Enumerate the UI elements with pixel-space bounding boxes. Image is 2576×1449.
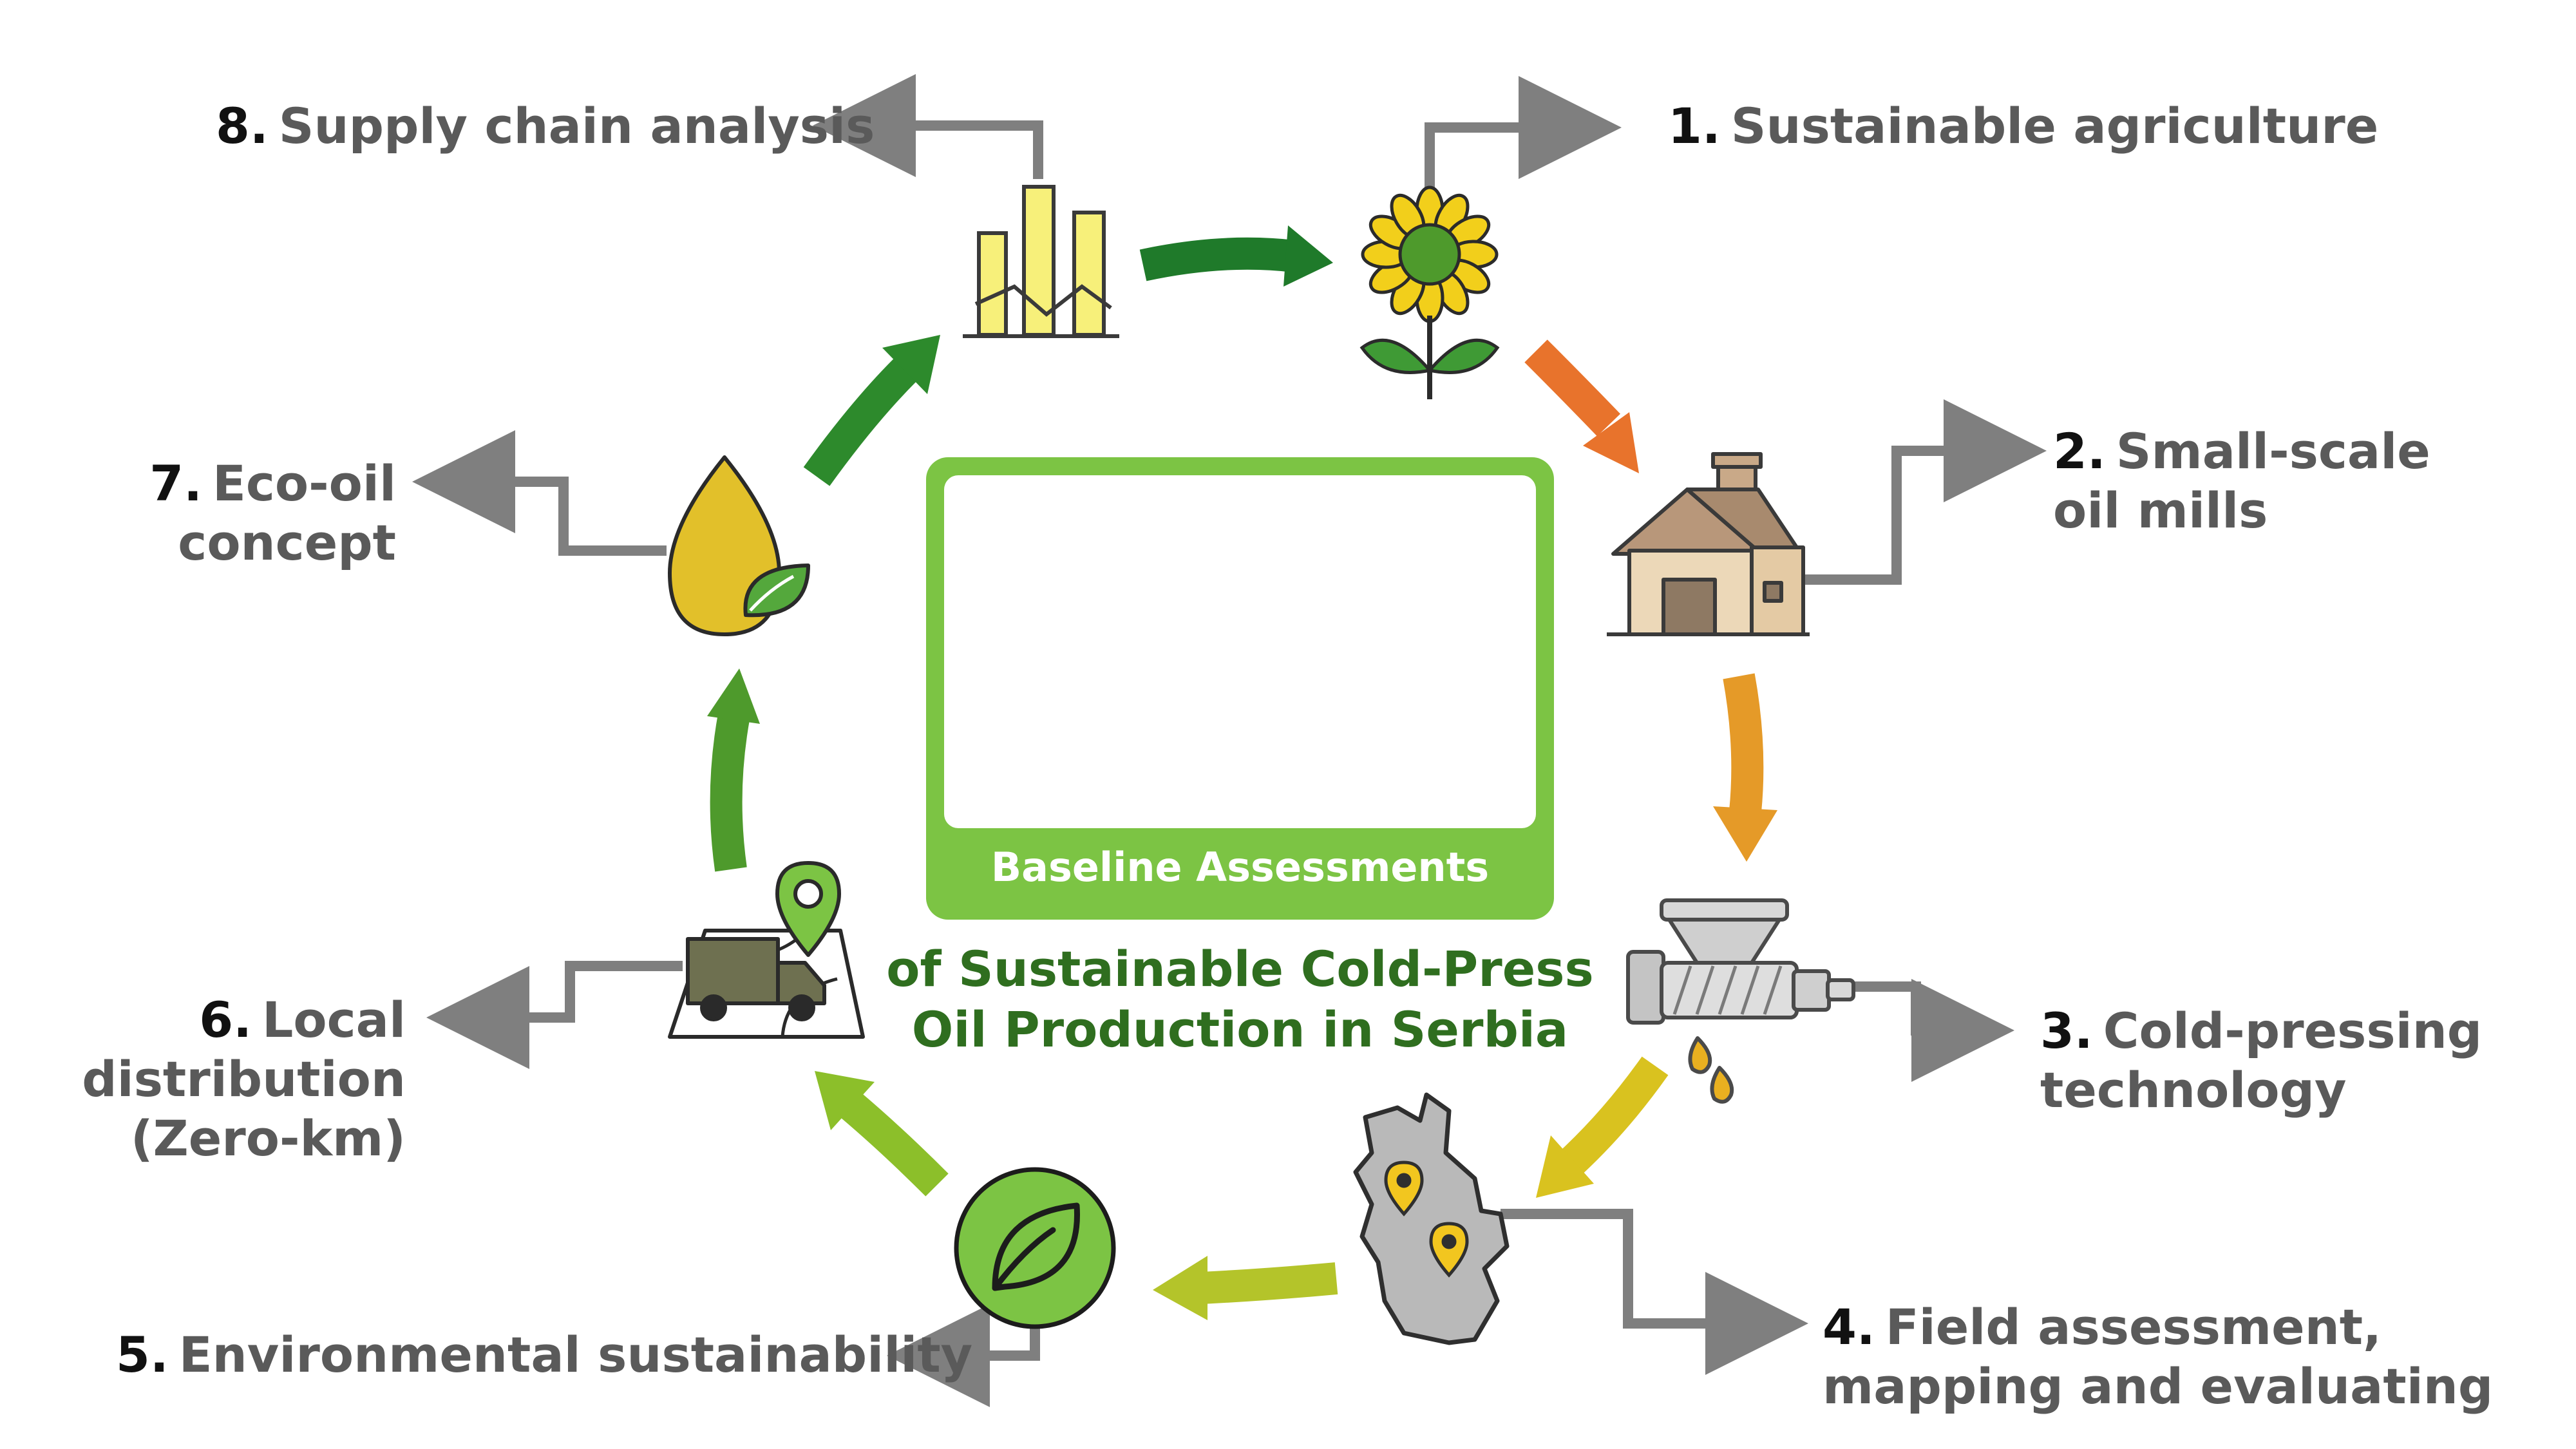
connector-step-8: [813, 74, 1043, 179]
step-text: Supply chain analysis: [278, 97, 875, 155]
step-number: 3.: [2040, 1002, 2093, 1059]
connector-step-2: [1794, 399, 2047, 585]
cycle-arrow-5-to-6: [815, 1071, 949, 1197]
baseline-assessments-card: Baseline Assessments: [926, 457, 1554, 920]
cycle-arrow-4-to-5: [1153, 1256, 1338, 1320]
step-text-line-1: Eco-oil: [212, 455, 396, 512]
step-text-line-2: technology: [2040, 1061, 2347, 1119]
cycle-arrow-1-to-2: [1524, 339, 1639, 473]
cycle-arrow-6-to-7: [707, 668, 760, 872]
step-text-line-2: oil mills: [2053, 482, 2268, 539]
connector-step-1: [1425, 76, 1622, 193]
step-number: 8.: [216, 97, 269, 155]
step-text-line-1: Local: [261, 991, 406, 1048]
step-number: 6.: [199, 991, 252, 1048]
step-label-5: 5.Environmental sustainability: [116, 1325, 972, 1385]
bar-chart-icon: [963, 185, 1119, 338]
oil-press-icon: [1626, 898, 1855, 1104]
card-title: Baseline Assessments: [990, 844, 1490, 891]
step-label-1: 1.Sustainable agriculture: [1668, 97, 2378, 156]
truck-location-icon: [668, 861, 865, 1039]
connector-step-6: [426, 961, 683, 1069]
card-image-area: [944, 475, 1536, 828]
step-label-4: 4.Field assessment, mapping and evaluati…: [1823, 1298, 2493, 1416]
leaf-circle-icon: [954, 1167, 1116, 1329]
step-label-3: 3.Cold-pressing technology: [2040, 1001, 2482, 1120]
step-text-line-1: Cold-pressing: [2103, 1002, 2483, 1059]
step-text-line-3: (Zero-km): [130, 1110, 406, 1167]
serbia-map-icon: [1353, 1092, 1510, 1345]
step-number: 7.: [149, 455, 202, 512]
connector-lines: [412, 74, 2047, 1407]
connector-step-7: [412, 430, 667, 556]
subtitle-line-2: Oil Production in Serbia: [911, 1001, 1569, 1058]
step-text-line-1: Small-scale: [2116, 422, 2430, 480]
oil-mill-icon: [1607, 452, 1810, 636]
step-label-2: 2.Small-scale oil mills: [2053, 422, 2430, 540]
subtitle-line-1: of Sustainable Cold-Press: [886, 940, 1594, 998]
step-number: 1.: [1668, 97, 1721, 155]
cycle-arrow-8-to-1: [1139, 225, 1333, 287]
step-text-line-2: mapping and evaluating: [1823, 1358, 2494, 1415]
step-label-6: 6.Local distribution (Zero-km): [82, 990, 406, 1168]
step-text: Environmental sustainability: [178, 1326, 973, 1383]
step-text-line-2: distribution: [82, 1050, 406, 1108]
step-number: 5.: [116, 1326, 169, 1383]
step-number: 4.: [1823, 1298, 1875, 1356]
step-label-7: 7.Eco-oil concept: [149, 454, 396, 573]
step-number: 2.: [2053, 422, 2106, 480]
oil-drop-leaf-icon: [668, 455, 810, 636]
connector-step-4: [1501, 1209, 1808, 1375]
cycle-arrows: [707, 225, 1777, 1320]
cycle-arrow-7-to-8: [803, 335, 940, 486]
sunflower-icon: [1359, 185, 1500, 399]
step-text: Sustainable agriculture: [1730, 97, 2379, 155]
center-subtitle: of Sustainable Cold-Press Oil Production…: [797, 939, 1683, 1060]
step-text-line-1: Field assessment,: [1885, 1298, 2382, 1356]
step-text-line-2: concept: [178, 514, 396, 571]
cycle-arrow-3-to-4: [1536, 1056, 1669, 1198]
step-label-8: 8.Supply chain analysis: [216, 97, 875, 156]
connector-step-3: [1835, 979, 2014, 1082]
cycle-arrow-2-to-3: [1713, 673, 1777, 862]
